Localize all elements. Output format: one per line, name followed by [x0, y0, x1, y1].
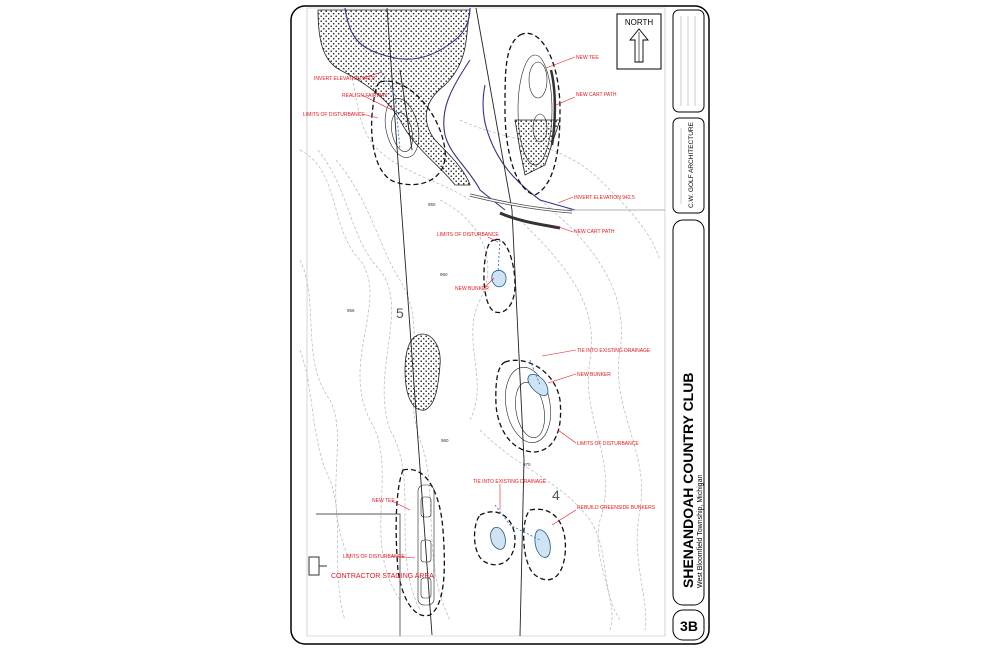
elevation-960-upper: 960	[440, 272, 448, 277]
elevation-970: 970	[523, 462, 531, 467]
label-new-bunker-2: NEW BUNKER	[577, 372, 611, 378]
cart-paths	[469, 69, 665, 230]
limits-of-disturbance	[370, 32, 567, 617]
revision-block	[672, 9, 705, 113]
elevation-960-lower: 960	[441, 438, 449, 443]
sheet-number-block	[672, 609, 705, 641]
north-label: NORTH	[625, 18, 654, 27]
label-limits-top: LIMITS OF DISTURBANCE	[303, 112, 365, 118]
existing-contours	[299, 39, 661, 631]
pond-stipple-left	[404, 333, 441, 411]
label-contractor-staging-area: CONTRACTOR STAGING AREA	[331, 573, 434, 580]
contractor-staging-area	[308, 513, 401, 636]
label-new-tee-top: NEW TEE	[576, 55, 599, 61]
label-new-cart-path-top: NEW CART PATH	[576, 92, 617, 98]
north-arrow: NORTH	[616, 13, 662, 70]
title-block: C.W. GOLF ARCHITECTURE SHENANDOAH COUNTR…	[672, 9, 705, 641]
drawing-frame	[306, 7, 666, 637]
label-limits-mid: LIMITS OF DISTURBANCE	[437, 232, 499, 238]
bunkers	[490, 270, 551, 558]
annotation-leaders	[361, 56, 577, 559]
label-new-tee-bottom: NEW TEE	[372, 498, 395, 504]
label-new-cart-path-mid: NEW CART PATH	[574, 229, 615, 235]
bunker-new-1	[491, 270, 507, 288]
boundary-lines	[344, 7, 576, 211]
label-limits-bottom: LIMITS OF DISTURBANCE	[343, 554, 405, 560]
hazard-stipple-upper-right	[514, 119, 561, 176]
label-limits-right: LIMITS OF DISTURBANCE	[577, 441, 639, 447]
label-new-bunker-1: NEW BUNKER	[455, 286, 489, 292]
label-realign-fairway: REALIGN FAIRWAY	[342, 93, 388, 99]
project-block	[672, 219, 705, 606]
bunker-new-2	[527, 374, 549, 396]
bunker-greenside-2	[534, 529, 551, 558]
elevation-956: 956	[347, 308, 355, 313]
hole-number-5: 5	[396, 305, 404, 321]
club-location: West Bloomfield Township, Michigan	[697, 475, 704, 588]
architect-name: C.W. GOLF ARCHITECTURE	[688, 121, 695, 208]
label-tie-drainage-2: TIE INTO EXISTING DRAINAGE	[473, 479, 547, 485]
centerlines	[386, 7, 525, 637]
club-name: SHENANDOAH COUNTRY CLUB	[680, 373, 696, 588]
architect-block	[672, 117, 705, 214]
drainage-lines	[379, 69, 541, 541]
drawing-area: NEW TEE NEW CART PATH INVERT ELEVATION 9…	[299, 7, 666, 637]
sheet-border	[290, 5, 710, 645]
hole-number-4: 4	[552, 487, 560, 503]
label-tie-drainage-1: TIE INTO EXISTING DRAINAGE	[577, 348, 651, 354]
label-rebuild-bunkers: REBUILD GREENSIDE BUNKERS	[577, 505, 656, 511]
sheet-number: 3B	[680, 618, 698, 634]
label-invert-elevation-left: INVERT ELEVATION 941.0	[314, 76, 375, 82]
bunker-greenside-1	[490, 527, 506, 550]
elevation-950: 950	[428, 202, 436, 207]
label-invert-elevation-right: INVERT ELEVATION 942.5	[574, 195, 635, 201]
